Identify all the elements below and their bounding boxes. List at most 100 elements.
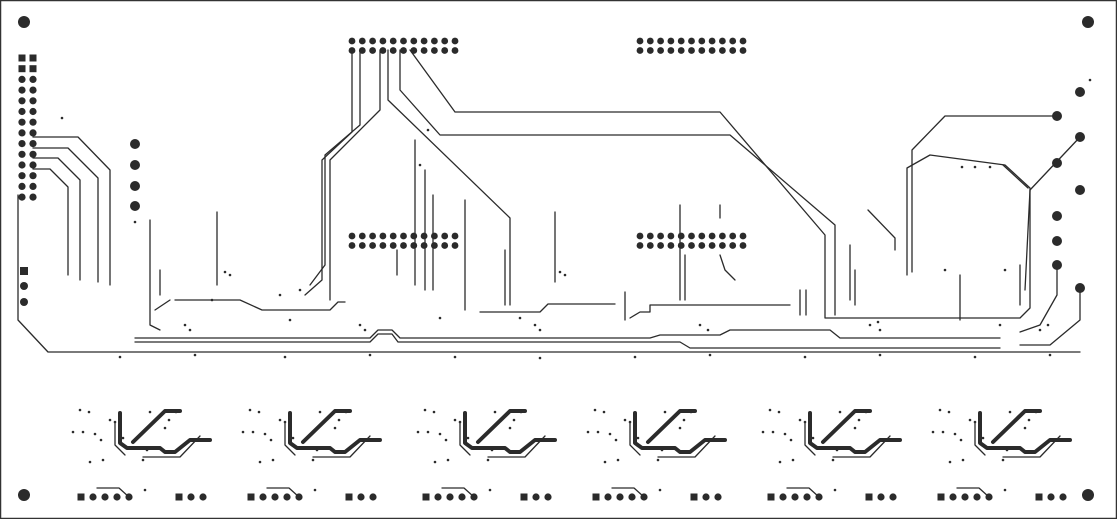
trace — [441, 487, 475, 498]
header-pin — [739, 37, 747, 45]
via — [418, 163, 422, 167]
via — [941, 430, 945, 434]
via — [623, 418, 627, 422]
trace — [1024, 136, 1081, 291]
connector-pin — [29, 140, 37, 148]
pad — [446, 493, 454, 501]
via — [973, 165, 977, 169]
via — [778, 460, 782, 464]
trace — [1019, 264, 1058, 333]
header-pin — [708, 232, 716, 240]
connector-pin — [18, 129, 26, 137]
header-pin — [667, 37, 675, 45]
trace — [611, 487, 645, 498]
via — [938, 408, 942, 412]
header-pin — [719, 47, 726, 54]
mounting-hole — [1082, 489, 1094, 501]
pad — [369, 493, 377, 501]
via — [251, 430, 255, 434]
pad — [985, 493, 993, 501]
square-pad — [520, 493, 528, 501]
via — [288, 318, 292, 322]
round-pad — [20, 282, 28, 290]
square-pad — [345, 493, 353, 501]
power-trace — [288, 411, 382, 454]
via — [791, 458, 795, 462]
header-pin — [410, 47, 418, 54]
via — [973, 420, 977, 424]
pad — [544, 493, 552, 501]
trace — [96, 487, 130, 498]
trace — [832, 435, 891, 458]
via — [1038, 328, 1042, 332]
trace — [17, 194, 1081, 353]
header-pin — [369, 37, 376, 45]
header-pin — [657, 232, 664, 240]
header-pin — [739, 242, 747, 249]
header-pin — [729, 242, 737, 249]
header-pin — [646, 37, 654, 45]
via — [961, 458, 965, 462]
pad — [640, 493, 648, 501]
via — [486, 458, 490, 462]
via — [108, 418, 112, 422]
trace — [149, 219, 161, 331]
header-pin — [348, 47, 356, 54]
via — [432, 410, 436, 414]
header-pin — [400, 47, 407, 54]
trace — [1002, 164, 1029, 189]
power-trace — [821, 409, 872, 444]
round-pad — [1075, 283, 1085, 293]
header-pin — [729, 47, 737, 54]
header-pin — [441, 232, 449, 240]
trace — [32, 168, 69, 276]
via — [1003, 268, 1007, 272]
via — [60, 116, 64, 120]
round-pad — [1075, 132, 1085, 142]
connector-pin — [29, 75, 37, 83]
trace — [174, 299, 346, 311]
via — [1001, 458, 1005, 462]
header-pin — [348, 232, 356, 240]
pad — [714, 493, 722, 501]
pad — [604, 493, 612, 501]
via — [1023, 426, 1027, 430]
via — [1048, 353, 1052, 357]
via — [868, 323, 872, 327]
header-pin — [698, 232, 706, 240]
via — [706, 328, 710, 332]
square-pad — [767, 493, 775, 501]
via — [258, 460, 262, 464]
via — [663, 410, 667, 414]
via — [78, 408, 82, 412]
header-pin — [451, 242, 459, 249]
via — [223, 270, 227, 274]
round-pad — [1052, 111, 1062, 121]
via — [616, 458, 620, 462]
via — [998, 323, 1002, 327]
pad — [259, 493, 267, 501]
header-pin — [698, 37, 706, 45]
header-pin — [698, 242, 706, 249]
trace — [867, 209, 896, 251]
header-pin — [708, 47, 716, 54]
header-pin — [451, 232, 459, 240]
header-pin — [379, 37, 387, 45]
connector-pin — [29, 161, 37, 169]
via — [148, 410, 152, 414]
connector-pin — [18, 86, 26, 94]
via — [228, 273, 232, 277]
square-pad — [247, 493, 255, 501]
header-pin — [369, 47, 376, 54]
header-pin — [389, 242, 397, 249]
pad — [779, 493, 787, 501]
via — [777, 410, 781, 414]
via — [811, 436, 815, 440]
via — [656, 458, 660, 462]
via — [101, 458, 105, 462]
header-pin — [369, 242, 376, 249]
power-trace — [991, 409, 1042, 444]
via — [981, 436, 985, 440]
header-pin — [677, 47, 685, 54]
